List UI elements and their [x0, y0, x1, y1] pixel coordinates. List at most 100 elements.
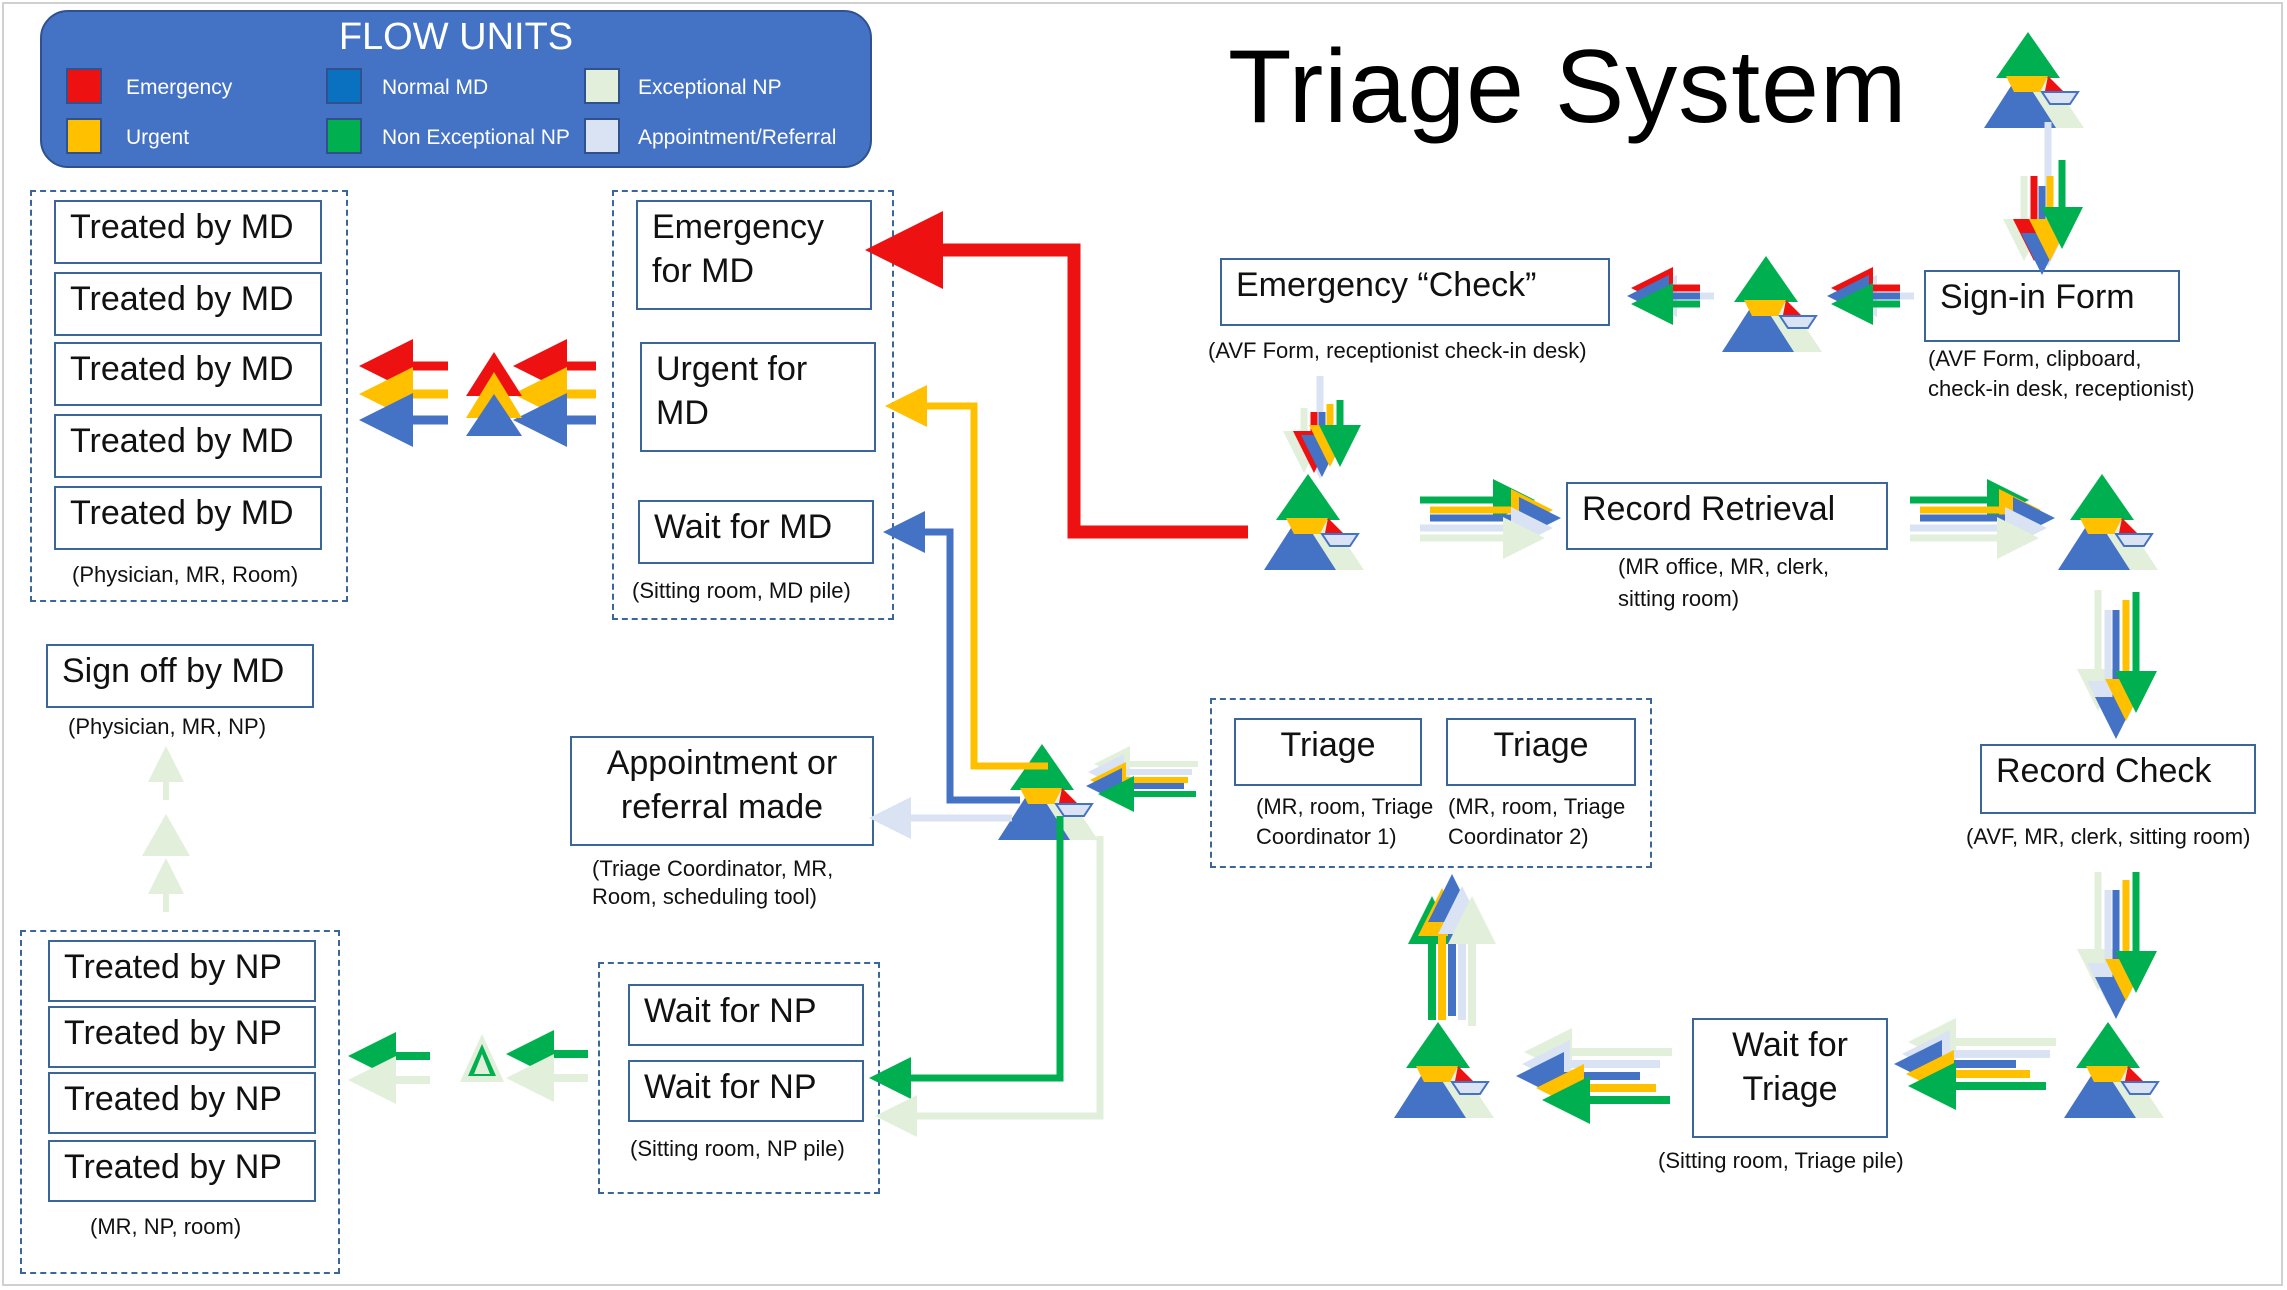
emergency-check-note: (AVF Form, receptionist check-in desk) — [1208, 338, 1587, 363]
triage-1-note-line-2: Coordinator 1) — [1256, 824, 1397, 849]
wait-for-np-box-2[interactable]: Wait for NP — [628, 1060, 864, 1122]
treated-by-np-label-3: Treated by NP — [64, 1080, 282, 1118]
appointment-note-line-2: Room, scheduling tool) — [592, 884, 818, 909]
legend-label-exceptional-np: Exceptional NP — [638, 76, 782, 99]
legend-label-appointment-referral: Appointment/Referral — [638, 126, 837, 149]
triage-2-note-line-2: Coordinator 2) — [1448, 824, 1589, 849]
sign-in-note-line-2: check-in desk, receptionist) — [1928, 376, 2195, 401]
treated-by-md-box-2[interactable]: Treated by MD — [54, 272, 322, 336]
record-check-box[interactable]: Record Check — [1980, 744, 2256, 814]
sign-in-note-line-1: (AVF Form, clipboard, — [1928, 346, 2142, 371]
record-check-label: Record Check — [1996, 752, 2212, 790]
record-retrieval-note-line-2: sitting room) — [1618, 586, 1740, 611]
wait-for-md-label: Wait for MD — [654, 508, 833, 546]
legend-swatch-appointment-referral — [584, 118, 620, 154]
emergency-for-md-line-2: for MD — [652, 251, 754, 290]
emergency-check-box[interactable]: Emergency “Check” — [1220, 258, 1610, 326]
sign-off-by-md-label: Sign off by MD — [62, 652, 285, 690]
flow-unit-triangle-5 — [2063, 1021, 2165, 1119]
record-retrieval-box[interactable]: Record Retrieval — [1566, 482, 1888, 550]
arrow-urgent-to-md — [885, 385, 1048, 770]
treated-by-md-box-3[interactable]: Treated by MD — [54, 342, 322, 406]
treated-by-md-label-1: Treated by MD — [70, 208, 294, 246]
urgent-for-md-line-2: MD — [656, 393, 709, 432]
triage-2-label: Triage — [1493, 726, 1589, 764]
flow-units-legend: FLOW UNITS Emergency Urgent Normal MD No… — [40, 10, 872, 168]
treated-by-md-label-3: Treated by MD — [70, 350, 294, 388]
legend-label-non-exceptional-np: Non Exceptional NP — [382, 126, 570, 149]
legend-label-emergency: Emergency — [126, 76, 233, 99]
appointment-label-line-2: referral made — [620, 787, 824, 826]
flow-unit-triangle-np — [460, 1034, 504, 1082]
sign-off-by-md-box[interactable]: Sign off by MD — [46, 644, 314, 708]
wait-for-np-box-1[interactable]: Wait for NP — [628, 984, 864, 1046]
wait-for-triage-box[interactable]: Wait for Triage — [1692, 1018, 1888, 1138]
treated-by-md-label-5: Treated by MD — [70, 494, 294, 532]
record-retrieval-note-line-1: (MR office, MR, clerk, — [1618, 554, 1830, 579]
legend-swatch-emergency — [66, 68, 102, 104]
wait-for-md-note: (Sitting room, MD pile) — [632, 578, 851, 603]
treated-by-np-label-1: Treated by NP — [64, 948, 282, 986]
sign-in-form-label: Sign-in Form — [1940, 278, 2135, 316]
treated-by-np-label-2: Treated by NP — [64, 1014, 282, 1052]
arrow-normal-to-md — [883, 511, 1020, 804]
treated-by-np-box-4[interactable]: Treated by NP — [48, 1140, 316, 1202]
legend-title: FLOW UNITS — [338, 16, 574, 58]
legend-label-normal-md: Normal MD — [382, 76, 489, 99]
treated-by-np-box-2[interactable]: Treated by NP — [48, 1006, 316, 1068]
legend-swatch-exceptional-np — [584, 68, 620, 104]
treated-by-md-box-1[interactable]: Treated by MD — [54, 200, 322, 264]
treated-by-np-box-1[interactable]: Treated by NP — [48, 940, 316, 1002]
urgent-for-md-box[interactable]: Urgent for MD — [640, 342, 876, 452]
record-retrieval-label: Record Retrieval — [1582, 490, 1836, 528]
flow-unit-triangle-2 — [1721, 255, 1823, 353]
treated-by-md-box-4[interactable]: Treated by MD — [54, 414, 322, 478]
triage-1-box[interactable]: Triage — [1234, 718, 1422, 786]
flow-unit-triangle-signoff — [142, 814, 190, 856]
wait-for-np-label-1: Wait for NP — [644, 992, 817, 1030]
flow-unit-triangle-4 — [2057, 473, 2159, 571]
treated-by-md-box-5[interactable]: Treated by MD — [54, 486, 322, 550]
triage-1-label: Triage — [1280, 726, 1376, 764]
wait-for-triage-label-line-1: Wait for — [1732, 1026, 1848, 1064]
appointment-label-line-1: Appointment or — [606, 744, 838, 782]
urgent-for-md-line-1: Urgent for — [656, 350, 808, 388]
record-check-note: (AVF, MR, clerk, sitting room) — [1966, 824, 2251, 849]
triage-group — [1210, 698, 1652, 868]
page-title: Triage System — [1228, 29, 1908, 145]
treated-by-np-note: (MR, NP, room) — [90, 1214, 242, 1239]
treated-by-md-label-2: Treated by MD — [70, 280, 294, 318]
flow-unit-triangle-md — [466, 352, 522, 436]
triage-2-note-line-1: (MR, room, Triage — [1448, 794, 1626, 819]
wait-for-np-label-2: Wait for NP — [644, 1068, 817, 1106]
triage-2-box[interactable]: Triage — [1446, 718, 1636, 786]
treated-by-np-box-3[interactable]: Treated by NP — [48, 1072, 316, 1134]
appointment-referral-box[interactable]: Appointment or referral made — [570, 736, 874, 846]
treated-by-md-label-4: Treated by MD — [70, 422, 294, 460]
wait-for-md-box[interactable]: Wait for MD — [638, 500, 874, 564]
arrow-emergency-to-md — [865, 211, 1248, 539]
arrow-np-to-wait — [869, 816, 1064, 1099]
emergency-for-md-line-1: Emergency — [652, 208, 824, 246]
flow-unit-triangle-6 — [1393, 1021, 1495, 1119]
legend-label-urgent: Urgent — [126, 126, 190, 149]
appointment-note-line-1: (Triage Coordinator, MR, — [592, 856, 834, 881]
triage-1-note-line-1: (MR, room, Triage — [1256, 794, 1434, 819]
legend-swatch-normal-md — [326, 68, 362, 104]
treated-by-md-note: (Physician, MR, Room) — [72, 562, 299, 587]
sign-in-form-box[interactable]: Sign-in Form — [1924, 270, 2180, 342]
flow-unit-triangle-7 — [997, 743, 1099, 841]
legend-swatch-urgent — [66, 118, 102, 154]
treated-by-np-label-4: Treated by NP — [64, 1148, 282, 1186]
wait-for-triage-label-line-2: Triage — [1742, 1069, 1838, 1108]
arrow-exceptional-to-wait — [875, 836, 1104, 1137]
legend-swatch-non-exceptional-np — [326, 118, 362, 154]
flow-unit-triangle-top — [1983, 31, 2085, 129]
wait-for-np-note: (Sitting room, NP pile) — [630, 1136, 845, 1161]
emergency-check-label: Emergency “Check” — [1236, 266, 1537, 304]
treated-md-group — [30, 190, 348, 602]
flow-unit-triangle-3 — [1263, 473, 1365, 571]
treated-np-group — [20, 930, 340, 1274]
